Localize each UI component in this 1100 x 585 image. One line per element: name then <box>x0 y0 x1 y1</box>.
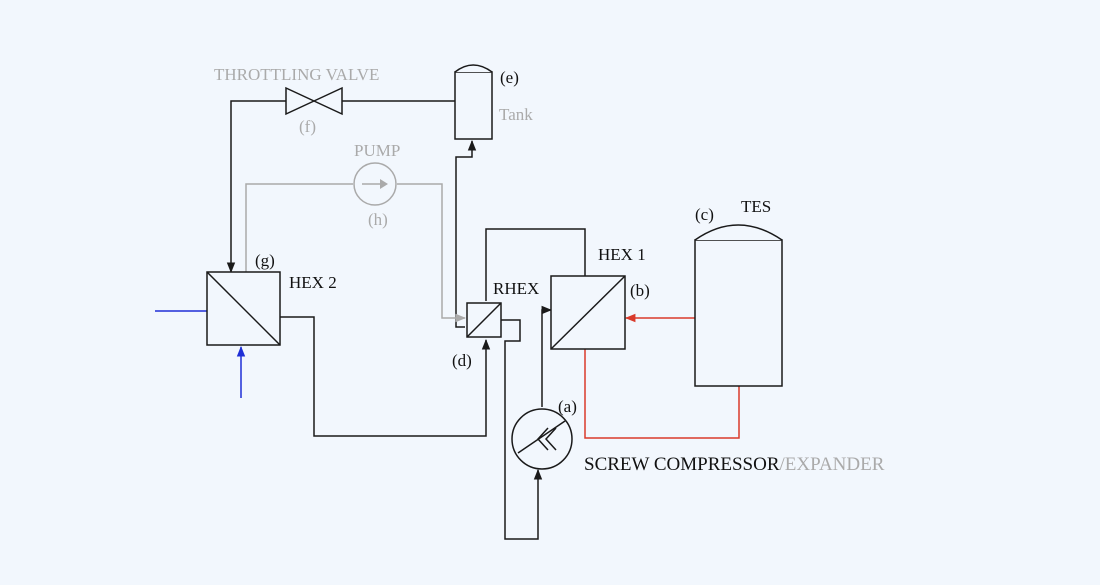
hex2-id-label: (g) <box>255 251 275 270</box>
throttling-valve <box>285 86 343 116</box>
hex2 <box>206 271 281 346</box>
compressor-expander-label: SCREW COMPRESSOR/EXPANDER <box>584 454 885 475</box>
hex2-label: HEX 2 <box>289 273 337 292</box>
pump <box>353 162 397 206</box>
rhex-id-label: (d) <box>452 351 472 370</box>
rhex-label: RHEX <box>493 279 539 298</box>
tank-label: Tank <box>499 105 533 124</box>
hex1-id-label: (b) <box>630 281 650 300</box>
pipe-rhex-to-tank <box>455 139 477 328</box>
pipe-pump-to-rhex <box>397 183 467 323</box>
pump-label: PUMP <box>354 141 400 160</box>
tes-id-label: (c) <box>695 205 714 224</box>
expander-label: /EXPANDER <box>780 454 885 475</box>
pipe-hex1-to-rhex <box>485 228 586 301</box>
tank <box>454 64 493 140</box>
pipe-compressor-to-hex1 <box>541 305 553 407</box>
tank-id-label: (e) <box>500 68 519 87</box>
pipe-hex2-to-rhex <box>280 316 491 437</box>
hex1 <box>550 275 626 350</box>
pipe-valve-to-hex2 <box>226 100 286 274</box>
pipe-hex2-to-pump <box>245 183 353 272</box>
pipe-hex1-to-tes <box>584 349 740 439</box>
hex1-label: HEX 1 <box>598 245 646 264</box>
valve-id-label: (f) <box>299 117 316 136</box>
tes-label: TES <box>741 197 771 216</box>
screw-compressor <box>511 408 573 470</box>
pipe-rhex-to-compressor <box>501 319 543 540</box>
throttling-valve-label: THROTTLING VALVE <box>214 65 379 84</box>
compressor-id-label: (a) <box>558 397 577 416</box>
compressor-label: SCREW COMPRESSOR <box>584 454 780 475</box>
tes-tank <box>694 224 783 387</box>
rhex <box>466 302 502 338</box>
pump-id-label: (h) <box>368 210 388 229</box>
